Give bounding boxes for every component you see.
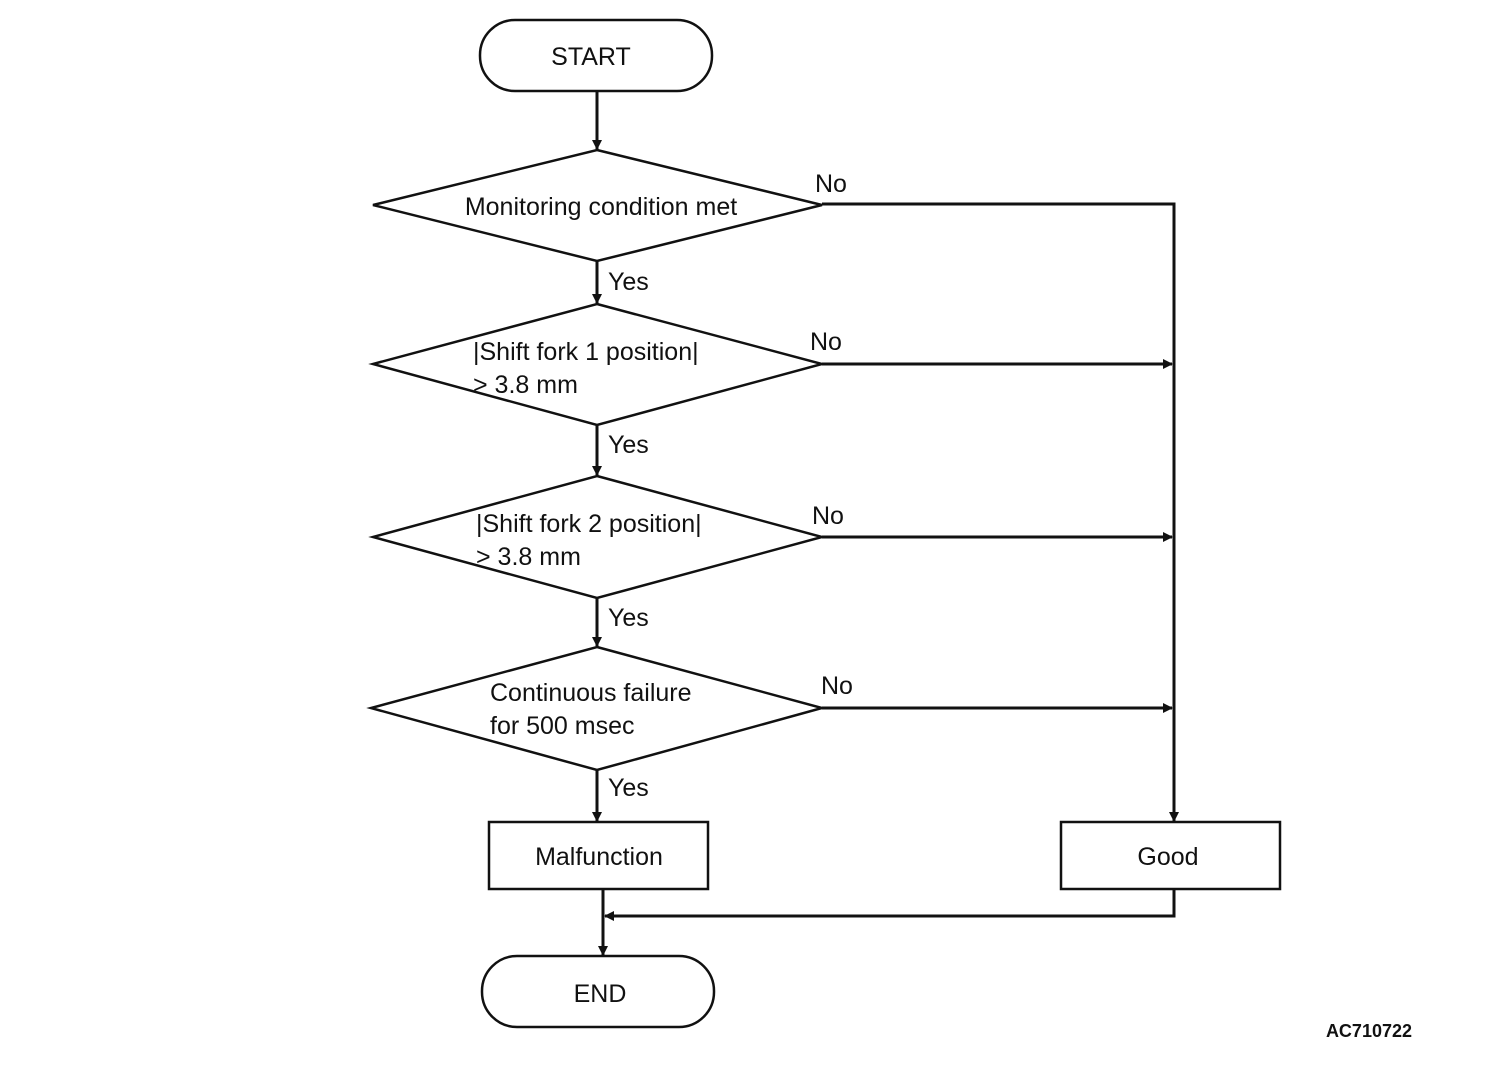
decision1-line1: Monitoring condition met bbox=[465, 193, 737, 221]
decision1-no-label: No bbox=[815, 170, 847, 198]
decision2-line1: |Shift fork 1 position| bbox=[473, 338, 699, 366]
malfunction-label: Malfunction bbox=[535, 843, 663, 871]
decision-shift-fork-2: |Shift fork 2 position| > 3.8 mm bbox=[368, 474, 827, 600]
decision4-line1: Continuous failure bbox=[490, 679, 692, 707]
decision2-no-label: No bbox=[810, 328, 842, 356]
start-label: START bbox=[551, 43, 631, 71]
decision3-line2: > 3.8 mm bbox=[476, 543, 581, 571]
arrow-decision1-no-to-good bbox=[822, 202, 1179, 822]
start-terminal: START bbox=[478, 18, 714, 93]
decision-monitoring-condition: Monitoring condition met bbox=[372, 148, 823, 263]
decision4-no-label: No bbox=[821, 672, 853, 700]
decision2-line2: > 3.8 mm bbox=[473, 371, 578, 399]
decision4-line2: for 500 msec bbox=[490, 712, 635, 740]
good-box: Good bbox=[1059, 820, 1282, 891]
end-terminal: END bbox=[480, 954, 716, 1029]
arrow-good-to-end bbox=[604, 889, 1176, 921]
figure-id: AC710722 bbox=[1326, 1021, 1412, 1041]
good-label: Good bbox=[1137, 843, 1198, 871]
decision3-line1: |Shift fork 2 position| bbox=[476, 510, 702, 538]
decision3-no-label: No bbox=[812, 502, 844, 530]
decision-shift-fork-1: |Shift fork 1 position| > 3.8 mm bbox=[368, 302, 827, 427]
end-label: END bbox=[574, 980, 627, 1008]
malfunction-box: Malfunction bbox=[487, 820, 710, 891]
decision-continuous-failure: Continuous failure for 500 msec bbox=[366, 645, 827, 772]
decision4-yes-label: Yes bbox=[608, 774, 649, 802]
decision1-yes-label: Yes bbox=[608, 268, 649, 296]
decision3-yes-label: Yes bbox=[608, 604, 649, 632]
decision2-yes-label: Yes bbox=[608, 431, 649, 459]
